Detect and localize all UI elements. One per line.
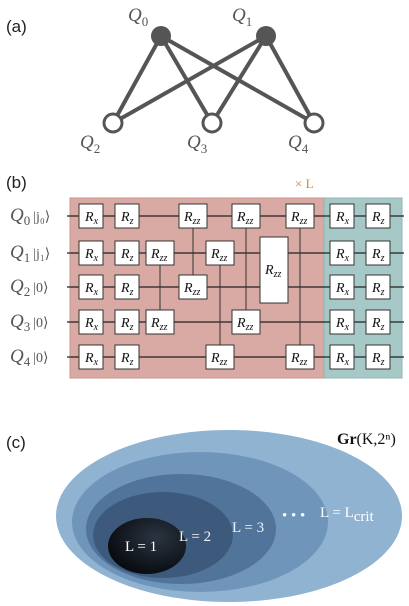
- gate-rzz-1-top: Rzz: [145, 240, 175, 266]
- label-lcrit: L = Lcrit: [320, 505, 375, 525]
- panel-a-label: (a): [6, 17, 27, 36]
- svg-text:Rzz: Rzz: [210, 351, 227, 368]
- wire-label-q4: Q4|0⟩: [10, 346, 49, 369]
- gate-rzz-0-top: Rzz: [178, 203, 208, 229]
- svg-text:Rz: Rz: [371, 210, 385, 227]
- gate-rzz-4-top: Rzz: [285, 203, 315, 229]
- node-q2: [102, 112, 124, 134]
- panel-c-label: (c): [6, 433, 26, 452]
- svg-text:Rzz: Rzz: [290, 351, 307, 368]
- grassmannian-label: Gr(K,2ⁿ): [337, 431, 396, 448]
- gate-rx-c0-q0: Rx: [78, 203, 104, 229]
- label-q1: Q1: [232, 5, 252, 29]
- node-q1: [256, 26, 276, 46]
- svg-text:Rz: Rz: [120, 210, 134, 227]
- svg-text:Rzz: Rzz: [150, 247, 167, 264]
- svg-text:Rzz: Rzz: [236, 210, 253, 227]
- svg-text:Rx: Rx: [84, 247, 99, 264]
- svg-text:Rz: Rz: [371, 351, 385, 368]
- svg-text:Rz: Rz: [120, 281, 134, 298]
- gate-rx-c2-q2: Rx: [329, 274, 355, 300]
- label-l2: L = 2: [179, 529, 211, 545]
- label-q4: Q4: [288, 132, 309, 156]
- gate-rzz-1-bottom: Rzz: [145, 309, 175, 335]
- svg-text:Rz: Rz: [120, 316, 134, 333]
- svg-text:Rzz: Rzz: [236, 316, 253, 333]
- gate-rx-c0-q4: Rx: [78, 344, 104, 370]
- gate-rzz-4-bottom: Rzz: [285, 344, 315, 370]
- svg-text:Rx: Rx: [335, 210, 350, 227]
- svg-text:Rx: Rx: [84, 210, 99, 227]
- quantum-circuit: RxRxRxRxRxRzRzRzRzRzRxRxRxRxRxRzRzRzRzRz…: [10, 197, 404, 379]
- gate-rx-c0-q1: Rx: [78, 240, 104, 266]
- svg-text:Rz: Rz: [371, 281, 385, 298]
- edge-q0-q2: [111, 35, 163, 124]
- svg-text:Rx: Rx: [335, 247, 350, 264]
- gate-rzz-2-top: Rzz: [205, 240, 235, 266]
- gate-rz-c3-q0: Rz: [365, 203, 391, 229]
- svg-text:Rzz: Rzz: [290, 210, 307, 227]
- edge-q1-q2: [112, 34, 267, 125]
- gate-rz-c3-q3: Rz: [365, 309, 391, 335]
- node-q0: [151, 26, 171, 46]
- node-q4: [303, 112, 325, 134]
- gate-rz-c1-q2: Rz: [114, 274, 140, 300]
- gate-rz-c3-q2: Rz: [365, 274, 391, 300]
- wire-label-q2: Q2|0⟩: [10, 276, 49, 299]
- wire-label-q0: Q0|j₀⟩: [10, 205, 50, 228]
- svg-text:Rz: Rz: [371, 247, 385, 264]
- gate-rz-c1-q4: Rz: [114, 344, 140, 370]
- gate-rz-c3-q4: Rz: [365, 344, 391, 370]
- gate-rz-c3-q1: Rz: [365, 240, 391, 266]
- wire-labels: Q0|j₀⟩ Q1|j₁⟩ Q2|0⟩ Q3|0⟩ Q4|0⟩: [10, 205, 50, 369]
- svg-text:Rz: Rz: [120, 247, 134, 264]
- label-l1: L = 1: [125, 539, 157, 555]
- svg-text:Rzz: Rzz: [210, 247, 227, 264]
- gate-rx-c2-q4: Rx: [329, 344, 355, 370]
- label-q2: Q2: [80, 132, 100, 156]
- edge-q1-q3: [210, 34, 268, 125]
- svg-text:Rx: Rx: [335, 351, 350, 368]
- node-q3: [201, 112, 223, 134]
- svg-text:Rz: Rz: [120, 351, 134, 368]
- gate-rx-c0-q3: Rx: [78, 309, 104, 335]
- wire-label-q1: Q1|j₁⟩: [10, 242, 50, 265]
- edge-q1-q4: [264, 35, 316, 124]
- svg-text:Rx: Rx: [84, 316, 99, 333]
- label-l3: L = 3: [232, 520, 264, 536]
- gate-rzz-3-bottom: Rzz: [231, 309, 261, 335]
- bipartite-graph: Q0 Q1 Q2 Q3 Q4: [80, 5, 325, 156]
- gate-rx-c2-q0: Rx: [329, 203, 355, 229]
- gates: RxRxRxRxRxRzRzRzRzRzRxRxRxRxRxRzRzRzRzRz…: [78, 203, 391, 370]
- wire-label-q3: Q3|0⟩: [10, 311, 49, 334]
- nested-ellipses: Gr(K,2ⁿ) L = 1 L = 2 L = 3 • • • L = Lcr…: [56, 430, 402, 602]
- gate-rz-c1-q3: Rz: [114, 309, 140, 335]
- gate-rx-c2-q3: Rx: [329, 309, 355, 335]
- svg-text:Rzz: Rzz: [183, 281, 200, 298]
- gate-rz-c1-q1: Rz: [114, 240, 140, 266]
- svg-text:Rzz: Rzz: [264, 263, 281, 280]
- svg-text:Rzz: Rzz: [150, 316, 167, 333]
- gate-rx-c2-q1: Rx: [329, 240, 355, 266]
- gate-rz-c1-q0: Rz: [114, 203, 140, 229]
- svg-text:Rzz: Rzz: [183, 210, 200, 227]
- svg-text:Rx: Rx: [84, 351, 99, 368]
- panel-b-label: (b): [6, 173, 27, 192]
- label-q0: Q0: [128, 5, 148, 29]
- ellipse-l1: [108, 518, 186, 574]
- repeat-label: × L: [295, 176, 314, 191]
- svg-text:Rx: Rx: [335, 316, 350, 333]
- dots: • • •: [282, 508, 305, 524]
- gate-rx-c0-q2: Rx: [78, 274, 104, 300]
- gate-rzz-tall-q1-q2: Rzz: [259, 236, 289, 304]
- svg-text:Rx: Rx: [335, 281, 350, 298]
- label-q3: Q3: [187, 132, 207, 156]
- gate-rzz-3-top: Rzz: [231, 203, 261, 229]
- svg-text:Rz: Rz: [371, 316, 385, 333]
- svg-text:Rx: Rx: [84, 281, 99, 298]
- gate-rzz-q2-mid: Rzz: [178, 274, 208, 300]
- gate-rzz-2-bottom: Rzz: [205, 344, 235, 370]
